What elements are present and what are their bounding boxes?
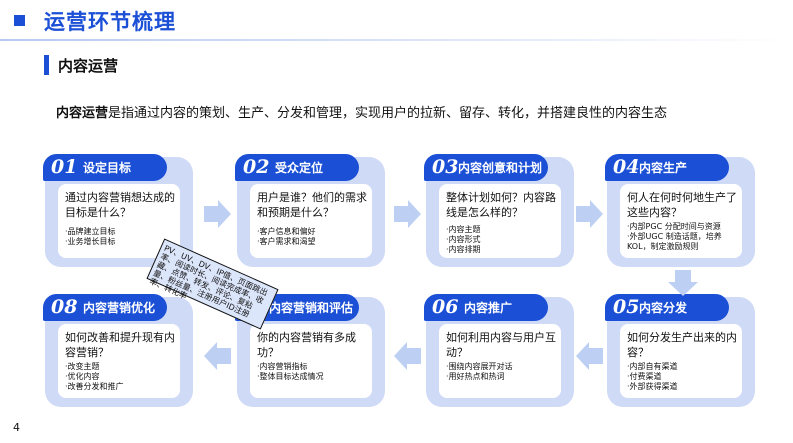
intro-text: 内容运营是指通过内容的策划、生产、分发和管理，实现用户的拉新、留存、转化，并搭建… (56, 102, 667, 121)
step-header: 06 内容推广 (424, 294, 548, 321)
arrow-right-icon (576, 200, 603, 228)
step-body: 整体计划如何？内容路线是怎么样的？ ·内容主题 ·内容形式 ·内容排期 (439, 184, 561, 258)
step-question: 整体计划如何？内容路线是怎么样的？ (446, 191, 556, 219)
step-header: 08 内容营销优化 (43, 294, 167, 321)
intro-term: 内容运营 (56, 106, 109, 121)
step-number: 03 (432, 156, 459, 178)
step-label: 内容营销和评估 (269, 301, 354, 315)
step-question: 如何利用内容与用户互动？ (446, 331, 556, 359)
step-body: 如何利用内容与用户互动？ ·围绕内容展开对话 ·用好热点和热词 (439, 324, 561, 398)
page-number: 4 (13, 421, 20, 434)
step-body: 何人在何时何地生产了这些内容？ ·内部PGC 分配时间与资源 ·外部UGC 制造… (620, 184, 742, 258)
step-card-2: 用户是谁？他们的需求和预期是什么？ ·客户信息和偏好 ·客户需求和渴望 02 受… (235, 154, 385, 267)
step-label: 受众定位 (275, 161, 324, 175)
step-card-1: 通过内容营销想达成的目标是什么？ ·品牌建立目标 ·业务增长目标 01 设定目标 (43, 154, 193, 267)
step-header: 05 内容分发 (605, 294, 729, 321)
step-number: 06 (432, 296, 459, 318)
arrow-left-icon (394, 342, 421, 370)
step-question: 你的内容营销有多成功？ (257, 331, 356, 359)
step-number: 01 (51, 156, 78, 178)
step-header: 02 受众定位 (235, 154, 359, 181)
step-bullets: ·围绕内容展开对话 ·用好热点和热词 (446, 362, 513, 381)
step-header: 01 设定目标 (43, 154, 167, 181)
step-question: 如何分发生产出来的内容？ (627, 331, 737, 359)
step-body: 通过内容营销想达成的目标是什么？ ·品牌建立目标 ·业务增长目标 (58, 184, 180, 258)
step-bullets: ·客户信息和偏好 ·客户需求和渴望 (257, 227, 316, 246)
title-marker (14, 15, 25, 26)
step-question: 用户是谁？他们的需求和预期是什么？ (257, 191, 367, 219)
step-card-4: 何人在何时何地生产了这些内容？ ·内部PGC 分配时间与资源 ·外部UGC 制造… (605, 154, 755, 267)
step-body: 如何分发生产出来的内容？ ·内部自有渠道 ·付费渠道 ·外部获得渠道 (620, 324, 742, 398)
step-label: 内容分发 (639, 301, 688, 315)
step-bullets: ·改变主题 ·优化内容 ·改善分发和推广 (65, 362, 124, 391)
step-bullets: ·内容营销指标 ·整体目标达成情况 (257, 362, 324, 381)
step-label: 内容生产 (639, 161, 688, 175)
step-label: 设定目标 (83, 161, 132, 175)
step-label: 内容营销优化 (83, 301, 156, 315)
step-card-5: 如何分发生产出来的内容？ ·内部自有渠道 ·付费渠道 ·外部获得渠道 05 内容… (605, 294, 755, 407)
step-number: 05 (613, 296, 640, 318)
step-body: 如何改善和提升现有内容营销？ ·改变主题 ·优化内容 ·改善分发和推广 (58, 324, 180, 398)
page-title: 运营环节梳理 (44, 10, 176, 34)
step-body: 用户是谁？他们的需求和预期是什么？ ·客户信息和偏好 ·客户需求和渴望 (250, 184, 372, 258)
step-header: 04 内容生产 (605, 154, 729, 181)
step-label: 内容创意和计划 (458, 161, 543, 175)
step-card-8: 如何改善和提升现有内容营销？ ·改变主题 ·优化内容 ·改善分发和推广 08 内… (43, 294, 193, 407)
step-bullets: ·内部自有渠道 ·付费渠道 ·外部获得渠道 (627, 362, 678, 391)
section-marker (44, 55, 49, 75)
arrow-down-icon (668, 270, 698, 296)
step-card-3: 整体计划如何？内容路线是怎么样的？ ·内容主题 ·内容形式 ·内容排期 03 内… (424, 154, 574, 267)
step-number: 04 (613, 156, 640, 178)
intro-description: 是指通过内容的策划、生产、分发和管理，实现用户的拉新、留存、转化，并搭建良性的内… (108, 106, 668, 121)
step-bullets: ·内部PGC 分配时间与资源 ·外部UGC 制造话题，培养KOL，制定激励规则 (627, 222, 722, 251)
title-divider (0, 39, 793, 41)
arrow-left-icon (204, 342, 231, 370)
step-header: 03 内容创意和计划 (424, 154, 548, 181)
section-title: 内容运营 (58, 57, 119, 75)
arrow-right-icon (394, 200, 421, 228)
step-number: 08 (51, 296, 78, 318)
step-label: 内容推广 (464, 301, 513, 315)
arrow-right-icon (204, 200, 231, 228)
step-question: 如何改善和提升现有内容营销？ (65, 331, 175, 359)
step-question: 通过内容营销想达成的目标是什么？ (65, 191, 175, 219)
step-bullets: ·品牌建立目标 ·业务增长目标 (65, 227, 116, 246)
step-body: 你的内容营销有多成功？ ·内容营销指标 ·整体目标达成情况 (250, 324, 372, 398)
arrow-left-icon (576, 342, 603, 370)
step-number: 02 (243, 156, 270, 178)
step-card-6: 如何利用内容与用户互动？ ·围绕内容展开对话 ·用好热点和热词 06 内容推广 (424, 294, 574, 407)
step-bullets: ·内容主题 ·内容形式 ·内容排期 (446, 225, 481, 254)
step-question: 何人在何时何地生产了这些内容？ (627, 191, 737, 219)
